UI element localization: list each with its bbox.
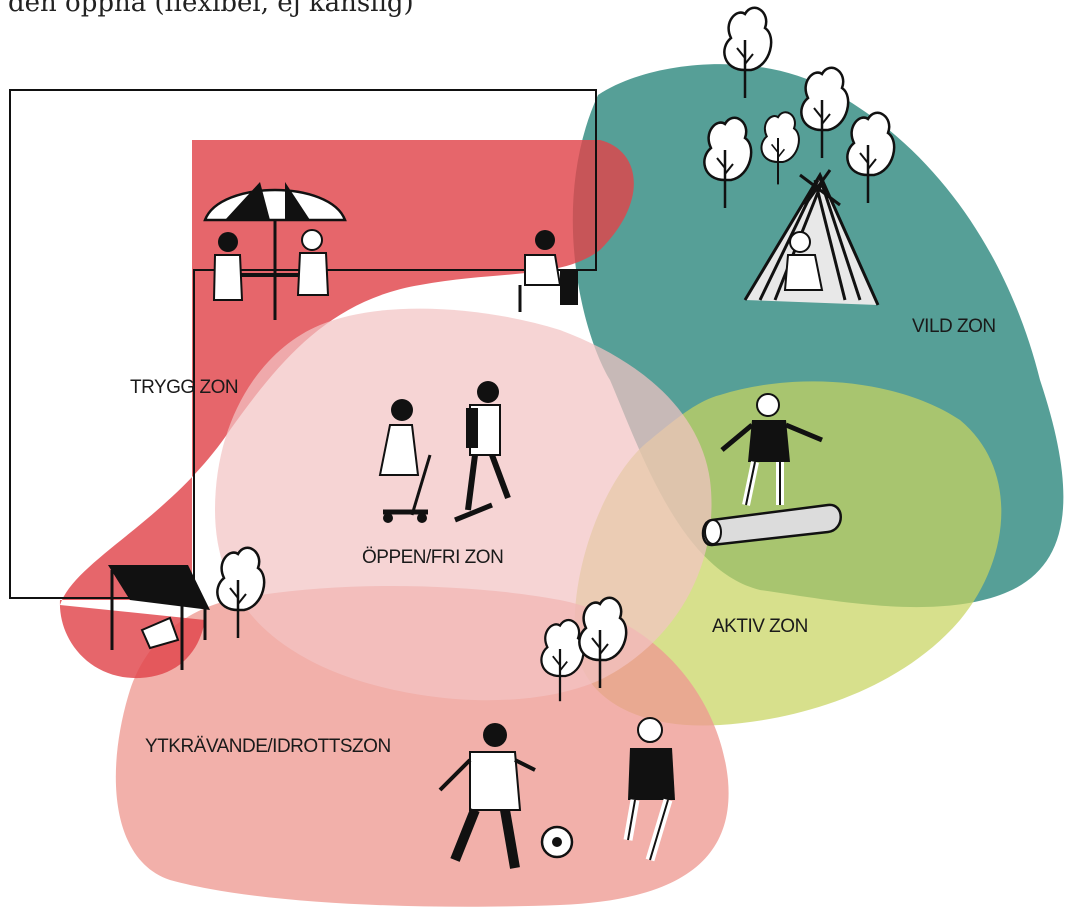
- person-icon: [623, 717, 675, 862]
- skateboard-icon: [454, 381, 511, 523]
- person-icon: [438, 723, 536, 869]
- zone-trygg-shape: [59, 140, 634, 679]
- label-trygg-zon: TRYGG ZON: [130, 377, 238, 398]
- label-ytkravande-zon: YTKRÄVANDE/IDROTTSZON: [145, 736, 391, 757]
- person-icon: [212, 232, 244, 301]
- person-icon: [518, 230, 578, 312]
- scooter-icon: [378, 399, 432, 523]
- label-oppen-zon: ÖPPEN/FRI ZON: [362, 547, 503, 568]
- football-icon: [540, 825, 574, 859]
- teepee-icon: [743, 169, 880, 306]
- person-icon: [783, 231, 824, 291]
- log-icon: [701, 503, 842, 547]
- person-icon: [720, 393, 823, 506]
- bench-icon: [108, 565, 210, 670]
- building-outline: [9, 89, 597, 599]
- caption-text: den öppna (flexibel, ej känslig): [8, 0, 414, 18]
- umbrella-icon: [203, 182, 347, 320]
- label-aktiv-zon: AKTIV ZON: [712, 616, 808, 637]
- zone-oppen-shape: [215, 308, 712, 701]
- label-vild-zon: VILD ZON: [912, 316, 996, 337]
- person-icon: [296, 229, 330, 296]
